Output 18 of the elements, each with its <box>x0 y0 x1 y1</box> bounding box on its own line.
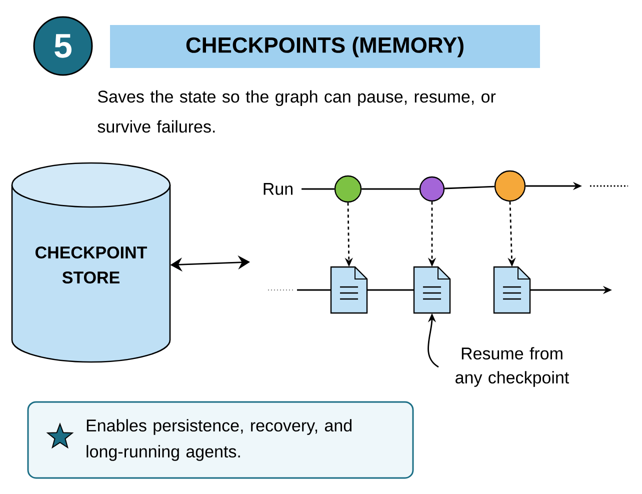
note-text: Resume from any checkpoint <box>456 347 570 387</box>
connector-line <box>444 186 494 190</box>
title-banner: CHECKPOINTS (MEMORY) <box>110 25 540 68</box>
checkpoint-dot <box>334 175 362 203</box>
subtitle: Saves the state so the graph can pause, resume, or survive failures. <box>98 90 496 133</box>
document-icon <box>493 266 531 314</box>
checkpoint-dot <box>494 170 526 202</box>
number-badge: 5 <box>33 16 93 76</box>
run-label: Run <box>264 183 292 195</box>
document-icon <box>413 266 451 314</box>
checkpoint-dot <box>419 176 445 202</box>
connector-line <box>302 188 334 190</box>
connector-line <box>362 188 420 190</box>
note-box: Enables persistence, recovery, and long-running agents. <box>27 401 414 479</box>
connector-line <box>367 289 414 291</box>
database-cylinder: CHECKPOINT STORE <box>11 162 171 363</box>
connector-line <box>297 289 331 291</box>
document-icon <box>330 266 368 314</box>
